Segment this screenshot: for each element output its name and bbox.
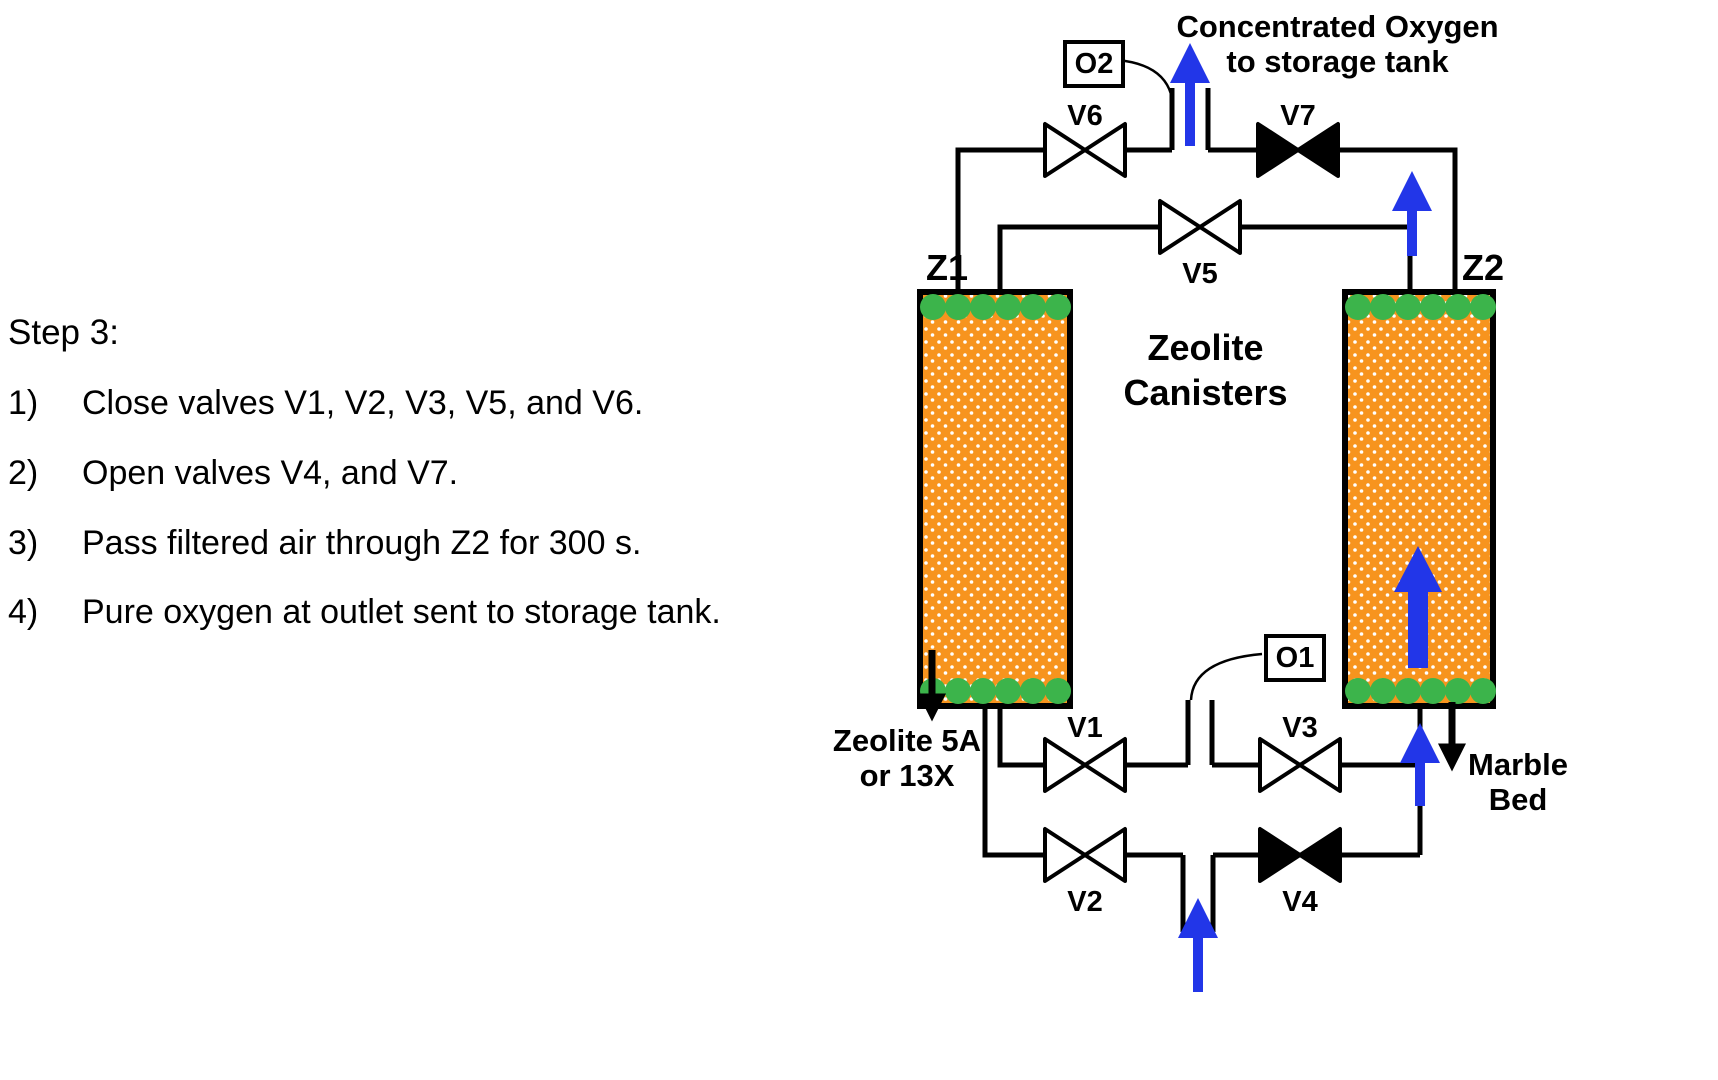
canister-z2-label: Z2 xyxy=(1461,247,1504,288)
center-label-line2: Canisters xyxy=(1123,372,1288,413)
step-item: 3) Pass filtered air through Z2 for 300 … xyxy=(8,523,721,564)
sensor-o1-label: O1 xyxy=(1275,641,1315,674)
step-item-number: 1) xyxy=(8,384,39,422)
outlet-label: Concentrated Oxygen to storage tank xyxy=(1150,9,1525,79)
step-item-text: Close valves V1, V2, V3, V5, and V6. xyxy=(82,384,644,422)
o1-connector xyxy=(1189,652,1263,701)
step-item-text: Open valves V4, and V7. xyxy=(82,453,459,492)
canister-z1-label: Z1 xyxy=(925,247,968,288)
zeolite-note-line2: or 13X xyxy=(859,757,955,793)
z2-internal-flow-arrow xyxy=(1394,546,1442,668)
center-label: Zeolite Canisters xyxy=(1093,325,1318,415)
valve-v6 xyxy=(1043,122,1127,178)
valve-v4 xyxy=(1258,827,1342,883)
sensor-o1: O1 xyxy=(1264,634,1326,682)
sensor-o2-label: O2 xyxy=(1074,47,1114,80)
flow-arrows xyxy=(918,43,1466,992)
valve-v1 xyxy=(1043,737,1127,793)
valve-label-v5: V5 xyxy=(1182,258,1218,290)
sensor-o2: O2 xyxy=(1063,40,1125,88)
valve-label-v1: V1 xyxy=(1067,712,1103,744)
valve-label-v3: V3 xyxy=(1282,712,1318,744)
zeolite-note-line1: Zeolite 5A xyxy=(832,723,982,758)
valve-label-v2: V2 xyxy=(1067,886,1103,918)
valve-v5 xyxy=(1158,199,1242,255)
step-item-number: 4) xyxy=(8,593,39,632)
step-item-number: 3) xyxy=(8,523,39,562)
valve-label-v4: V4 xyxy=(1282,886,1318,918)
step-item-text: Pure oxygen at outlet sent to storage ta… xyxy=(82,593,721,632)
marble-note-line1: Marble xyxy=(1468,747,1568,782)
step-item: 1) Close valves V1, V2, V3, V5, and V6. xyxy=(8,383,721,424)
step-title: Step 3: xyxy=(8,313,119,352)
valve-label-v7: V7 xyxy=(1280,100,1316,132)
marble-note-line2: Bed xyxy=(1488,781,1548,817)
instructions: Step 3: 1) Close valves V1, V2, V3, V5, … xyxy=(8,312,721,662)
center-label-line1: Zeolite xyxy=(1147,327,1264,368)
zeolite-note: Zeolite 5A or 13X xyxy=(812,723,1002,793)
valve-label-v6: V6 xyxy=(1067,100,1103,132)
marble-note: Marble Bed xyxy=(1458,747,1578,817)
step-item: 2) Open valves V4, and V7. xyxy=(8,453,721,494)
step-item-text: Pass filtered air through Z2 for 300 s. xyxy=(82,523,642,562)
step-item-number: 2) xyxy=(8,453,39,492)
step-item: 4) Pure oxygen at outlet sent to storage… xyxy=(8,592,721,633)
outlet-label-line2: to storage tank xyxy=(1226,43,1449,79)
valve-v7 xyxy=(1256,122,1340,178)
valve-v2 xyxy=(1043,827,1127,883)
canister-z1 xyxy=(917,289,1073,709)
outlet-label-line1: Concentrated Oxygen xyxy=(1176,9,1499,44)
valve-v3 xyxy=(1258,737,1342,793)
